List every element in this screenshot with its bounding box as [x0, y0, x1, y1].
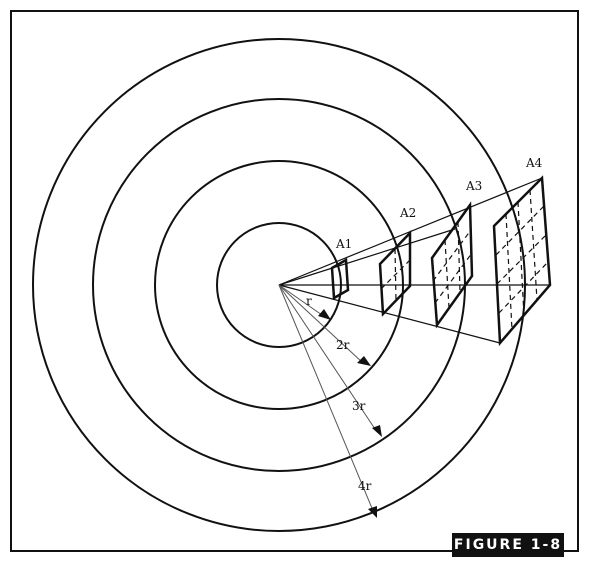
label-4r: 4r — [358, 479, 372, 493]
area-a1 — [330, 257, 350, 301]
radius-arrows — [318, 309, 382, 518]
arrow-r — [318, 309, 331, 320]
area-a2 — [378, 229, 412, 317]
figure-number-badge: FIGURE 1-8 — [452, 533, 564, 557]
label-a2: A2 — [399, 206, 416, 220]
arrow-2r — [357, 356, 371, 366]
label-a1: A1 — [335, 237, 352, 251]
area-a3 — [430, 201, 474, 329]
arrow-4r — [368, 506, 377, 518]
projection-lines — [278, 177, 550, 344]
label-2r: 2r — [336, 338, 350, 352]
area-a4 — [492, 175, 552, 347]
radius-lines — [278, 284, 378, 514]
label-a3: A3 — [465, 179, 482, 193]
arrow-3r — [372, 425, 382, 437]
label-r: r — [306, 294, 312, 308]
label-a4: A4 — [525, 156, 543, 170]
label-3r: 3r — [352, 399, 366, 413]
